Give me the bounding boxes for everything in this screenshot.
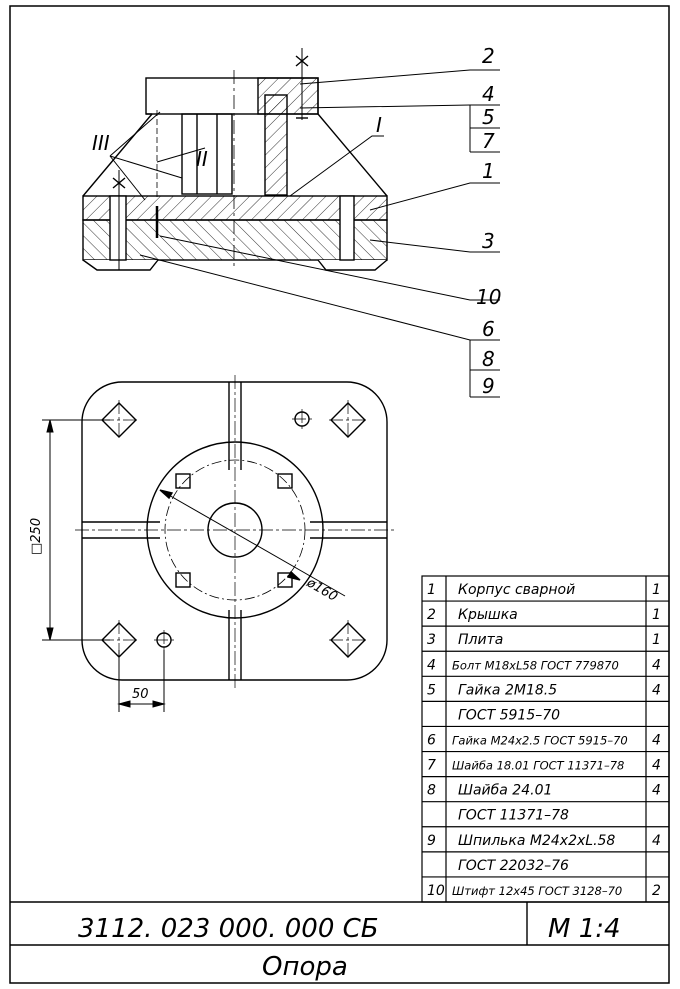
bom-name: Болт M18xL58 ГОСТ 779870 [452,658,619,672]
bom-name: Штифт 12х45 ГОСТ 3128–70 [452,884,622,898]
bom-name: Гайка М24х2.5 ГОСТ 5915–70 [452,734,628,748]
bom-qty: 4 [652,733,661,749]
callout-6: 6 [482,317,495,341]
scale: М 1:4 [548,914,621,944]
bom-qty: 4 [652,833,661,849]
bom-row: 9 Шпилька М24х2хL.58 4 [427,833,661,849]
bom-qty: 2 [652,883,661,899]
callout-10: 10 [476,285,501,309]
bom-num: 3 [427,632,436,648]
bom-row: ГОСТ 11371–78 [458,808,569,824]
bom-qty: 4 [652,758,661,774]
weld-mark-1: I [376,113,382,137]
bom-row: 4 Болт M18xL58 ГОСТ 779870 4 [427,657,661,673]
body-slab [82,195,388,221]
bom-row: 7 Шайба 18.01 ГОСТ 11371–78 4 [427,758,661,774]
callout-2: 2 [482,44,495,68]
bom-name: Шпилька М24х2хL.58 [458,833,615,849]
bom-name: Плита [458,632,503,648]
callout-labels: 2 4 5 7 1 3 10 6 8 9 I II III [92,44,501,398]
dimension-lines [42,419,166,712]
bom-num: 7 [427,758,436,774]
bom-row: 3 Плита 1 [427,632,661,648]
bom-name: Корпус сварной [458,582,575,598]
bom-num: 8 [427,783,436,799]
base-plate [82,219,388,261]
base-outline [81,381,388,681]
section-view [82,48,388,271]
bom-row: ГОСТ 22032–76 [458,858,569,874]
bom-name: ГОСТ 5915–70 [458,707,560,723]
bom-name: Крышка [458,607,518,623]
bom-num: 1 [427,582,436,598]
bom-qty: 4 [652,783,661,799]
bom-name: Гайка 2М18.5 [458,682,557,698]
callout-4: 4 [482,82,495,106]
weld-mark-2: II [196,147,208,171]
designation: 3112. 023 000. 000 СБ [78,914,379,944]
bom-qty: 4 [652,682,661,698]
callout-7: 7 [482,129,495,153]
dim-square: □250 [29,518,44,555]
plan-view [75,375,395,688]
sheet-frame [9,5,670,984]
bom-row: 1 Корпус сварной 1 [427,582,661,598]
bom-num: 10 [427,883,445,899]
leader-lines [109,69,500,398]
title-block [10,901,669,946]
bom-name: Шайба 18.01 ГОСТ 11371–78 [452,759,624,773]
callout-3: 3 [482,229,495,253]
bom-rows: 1 Корпус сварной 1 2 Крышка 1 3 Плита 1 4 Болт M18… [427,582,661,899]
bom-row: 5 Гайка 2М18.5 4 [427,682,661,698]
bom-qty: 1 [652,632,661,648]
bom-row: 8 Шайба 24.01 4 [427,783,661,799]
callout-9: 9 [482,374,495,398]
bom-num: 5 [427,682,436,698]
bom-num: 2 [427,607,436,623]
bom-qty: 1 [652,582,661,598]
weld-mark-3: III [92,131,110,155]
bom-name: Шайба 24.01 [458,783,552,799]
bom-row: 10 Штифт 12х45 ГОСТ 3128–70 2 [427,883,661,899]
callout-1: 1 [482,159,495,183]
inner-cavity [181,113,233,195]
bom-row: 2 Крышка 1 [427,607,661,623]
bom-qty: 4 [652,657,661,673]
drawing-name: Опора [262,952,348,982]
bom-num: 9 [427,833,436,849]
bom-num: 4 [427,657,436,673]
dim-offset: 50 [132,687,149,702]
bom-qty: 1 [652,607,661,623]
callout-5: 5 [482,105,495,129]
callout-8: 8 [482,347,495,371]
bom-name: ГОСТ 11371–78 [458,808,569,824]
bom-row: ГОСТ 5915–70 [458,707,560,723]
lid-stem [264,94,288,196]
bom-name: ГОСТ 22032–76 [458,858,569,874]
dim-diameter: ø160 [303,575,340,605]
bom-row: 6 Гайка М24х2.5 ГОСТ 5915–70 4 [427,733,661,749]
bom-num: 6 [427,733,436,749]
